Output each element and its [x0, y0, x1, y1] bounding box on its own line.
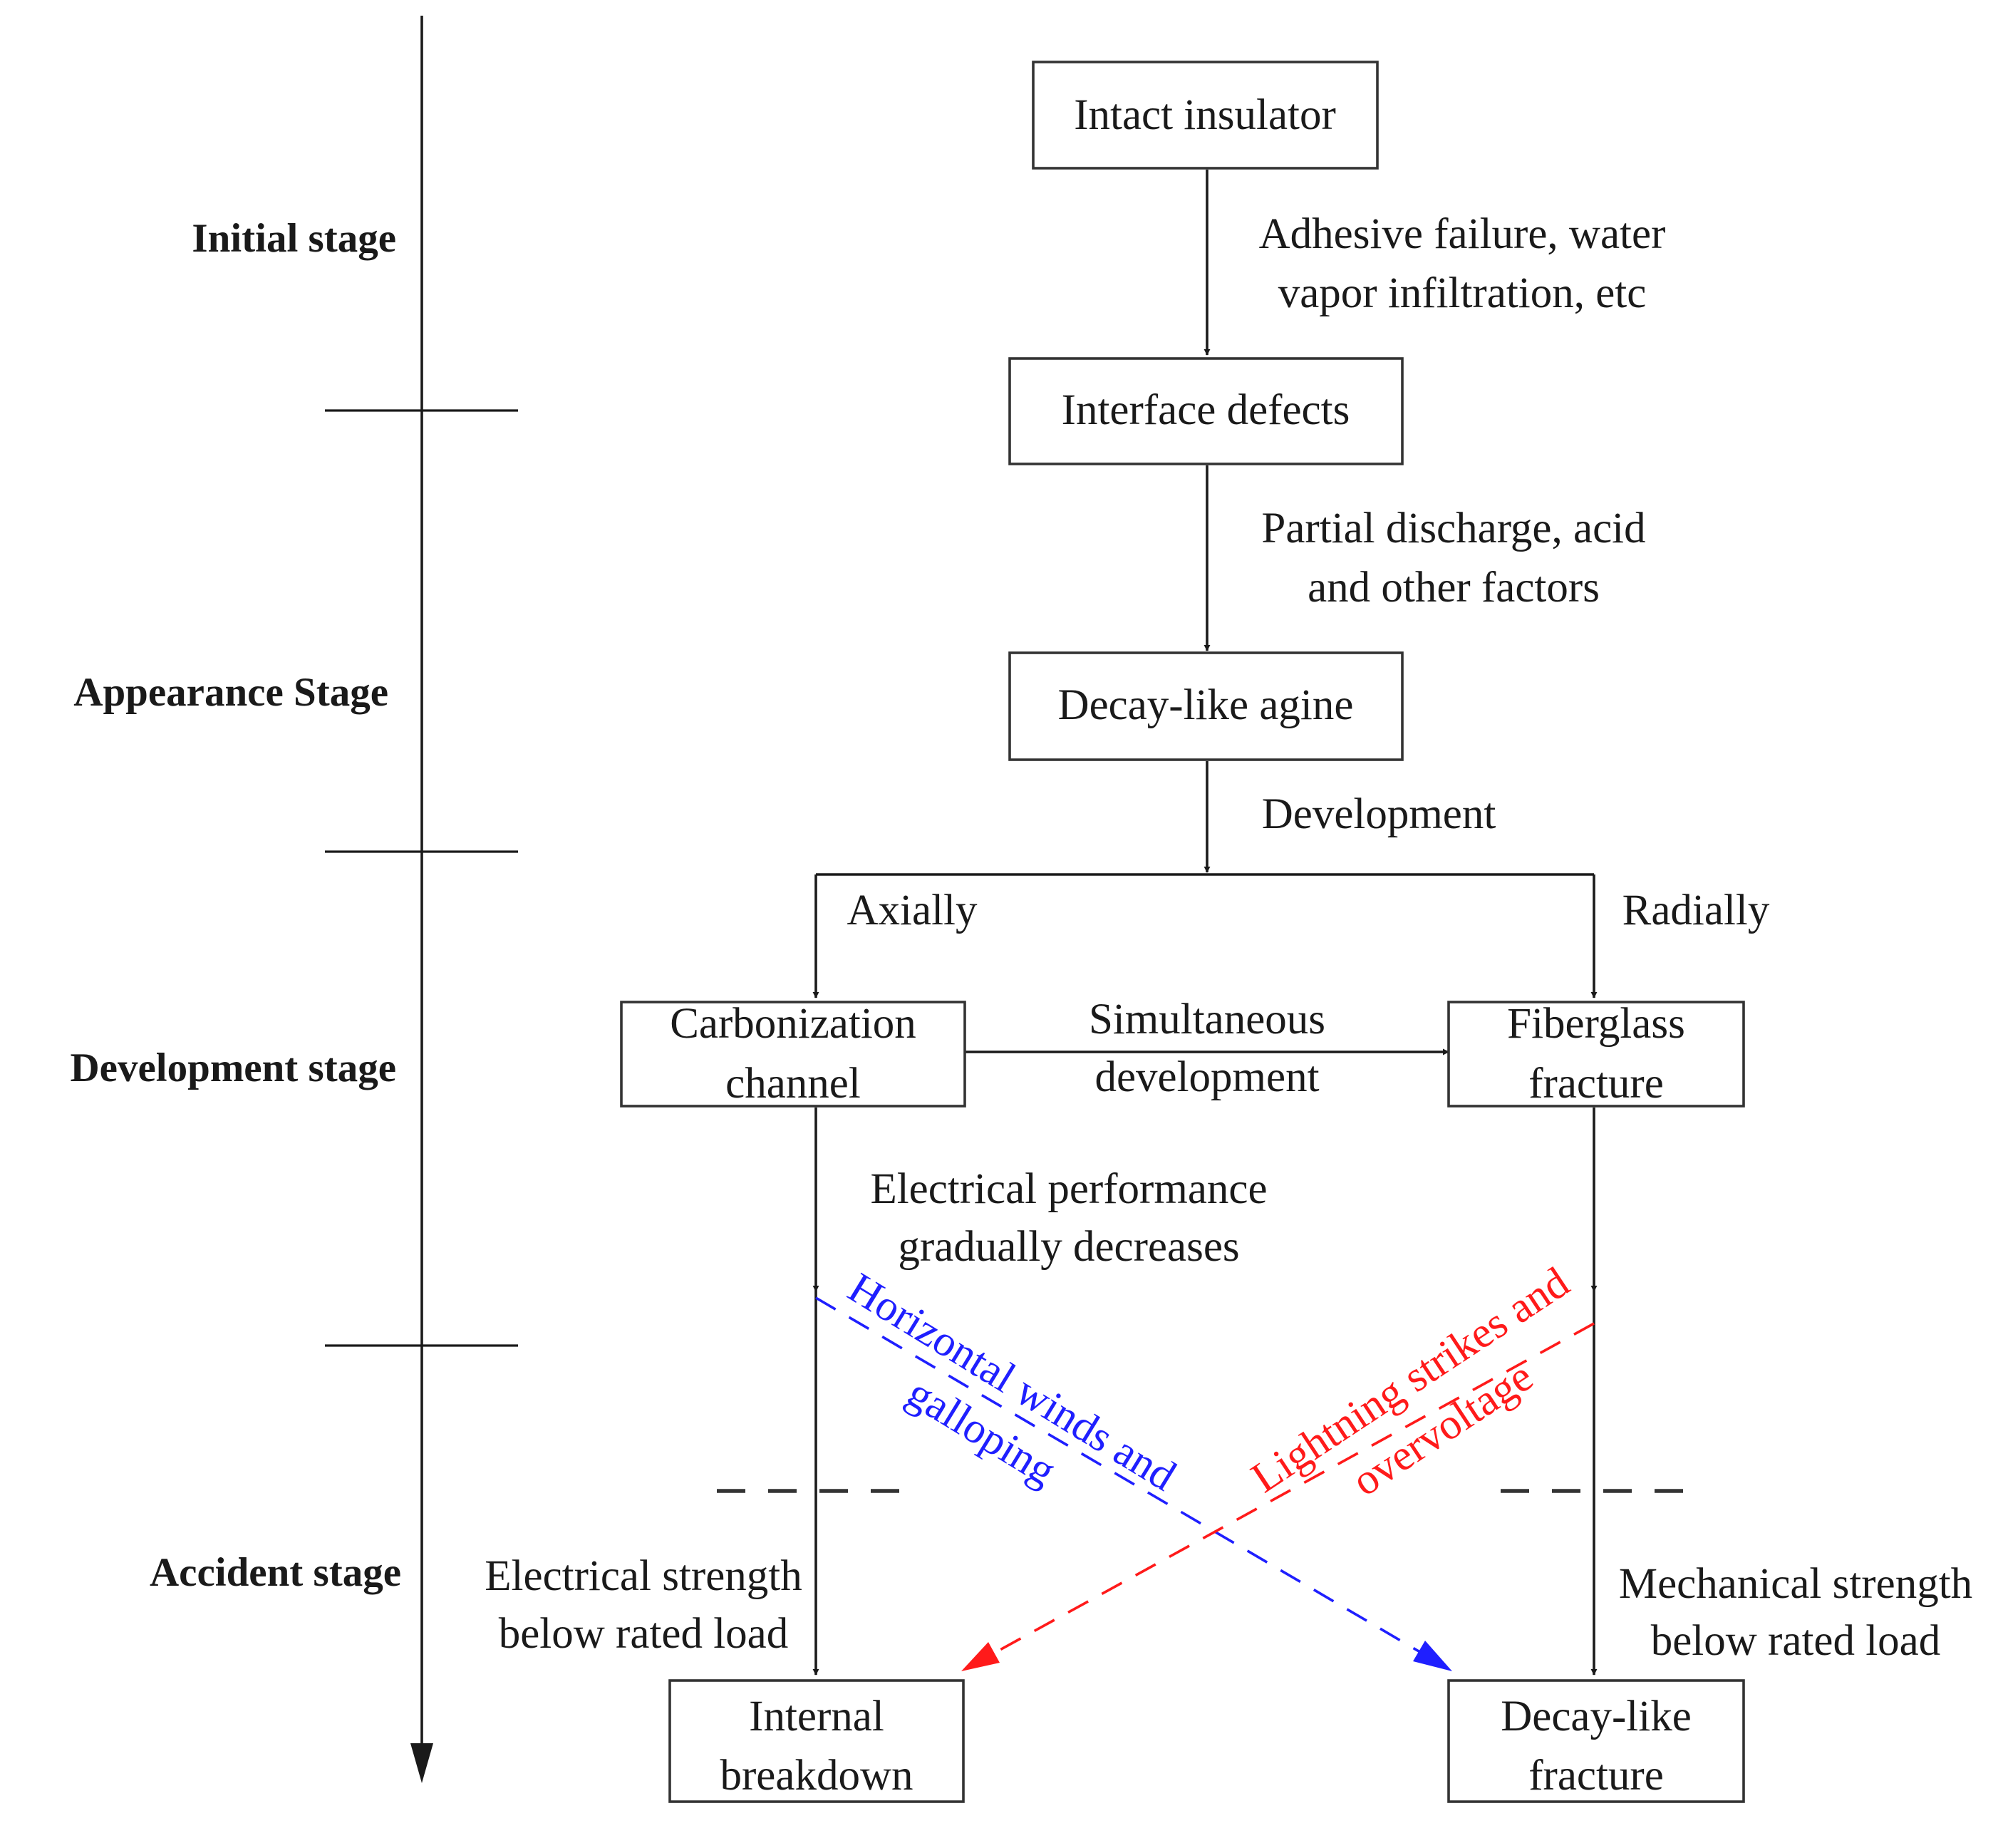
label-electrical-performance-line1: Electrical performance — [870, 1165, 1267, 1213]
stage-label-initial: Initial stage — [192, 216, 396, 261]
label-axially: Axially — [847, 887, 978, 934]
label-electrical-strength-line2: below rated load — [499, 1610, 789, 1658]
wind-galloping-arrowhead — [1413, 1641, 1452, 1671]
wind-galloping-path — [815, 1296, 1433, 1661]
box-decay-fracture-line1: Decay-like — [1501, 1693, 1692, 1740]
box-carbonization-line1: Carbonization — [670, 1000, 916, 1048]
box-internal-breakdown-line2: breakdown — [720, 1752, 913, 1800]
stage-label-appearance: Appearance Stage — [73, 670, 388, 715]
label-development: Development — [1262, 790, 1496, 838]
box-internal-breakdown-line1: Internal — [749, 1693, 884, 1740]
label-partial-discharge-line1: Partial discharge, acid — [1261, 505, 1645, 552]
box-fiberglass-fracture: Fiberglass fracture — [1447, 1000, 1745, 1108]
box-fiberglass-line1: Fiberglass — [1507, 1000, 1685, 1048]
lightning-arrowhead — [961, 1642, 1000, 1671]
stage-label-accident: Accident stage — [150, 1550, 401, 1595]
label-simultaneous-line1: Simultaneous — [1089, 996, 1325, 1043]
label-adhesive-line2: vapor infiltration, etc — [1278, 269, 1647, 317]
box-decay-aging: Decay-like agine — [1008, 651, 1404, 761]
lightning-path — [980, 1322, 1595, 1662]
box-carbonization-line2: channel — [725, 1060, 861, 1108]
box-intact-insulator-text: Intact insulator — [1074, 91, 1336, 139]
box-interface-defects: Interface defects — [1008, 357, 1404, 465]
label-mechanical-strength-line2: below rated load — [1651, 1617, 1941, 1665]
label-lightning: Lightning strikes and overvoltage — [1243, 1259, 1578, 1506]
label-adhesive-line1: Adhesive failure, water — [1259, 210, 1666, 258]
label-partial-discharge-line2: and other factors — [1308, 564, 1600, 611]
box-fiberglass-line2: fracture — [1528, 1060, 1664, 1108]
timeline-arrowhead — [410, 1743, 433, 1783]
box-internal-breakdown: Internal breakdown — [668, 1679, 965, 1803]
box-decay-aging-text: Decay-like agine — [1058, 681, 1354, 729]
box-decay-fracture: Decay-like fracture — [1447, 1679, 1745, 1803]
label-mechanical-strength-line1: Mechanical strength — [1619, 1560, 1972, 1608]
label-radially: Radially — [1622, 887, 1770, 934]
box-intact-insulator: Intact insulator — [1032, 61, 1379, 170]
label-electrical-strength-line1: Electrical strength — [485, 1552, 802, 1600]
stage-label-development: Development stage — [71, 1046, 396, 1090]
box-decay-fracture-line2: fracture — [1528, 1752, 1664, 1800]
box-interface-defects-text: Interface defects — [1062, 386, 1350, 434]
label-simultaneous-line2: development — [1094, 1053, 1319, 1101]
timeline-axis — [325, 16, 518, 1783]
box-carbonization-channel: Carbonization channel — [620, 1000, 966, 1108]
label-electrical-performance-line2: gradually decreases — [898, 1223, 1239, 1271]
label-horizontal-winds: Horizontal winds and galloping — [840, 1264, 1184, 1501]
